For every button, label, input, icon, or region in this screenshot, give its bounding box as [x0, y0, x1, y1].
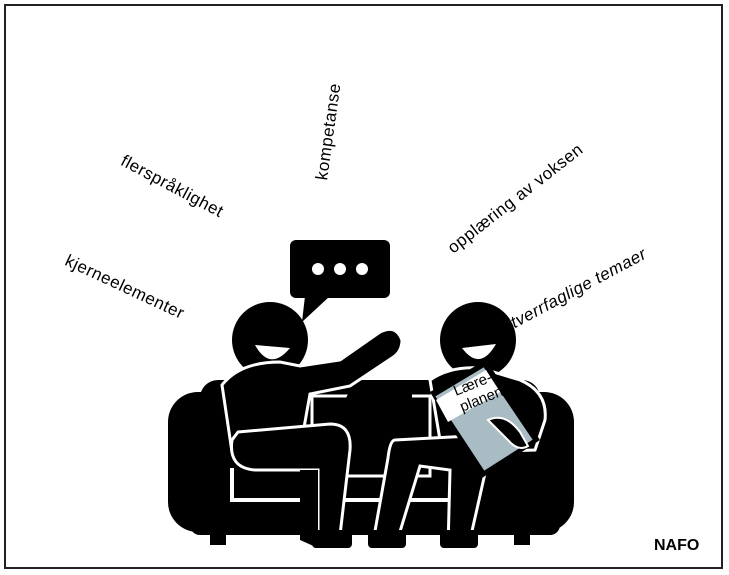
person-left — [220, 302, 404, 551]
book-lareplanen — [430, 360, 540, 478]
speech-bubble — [290, 240, 390, 322]
brand-nafo: NAFO — [654, 537, 700, 554]
